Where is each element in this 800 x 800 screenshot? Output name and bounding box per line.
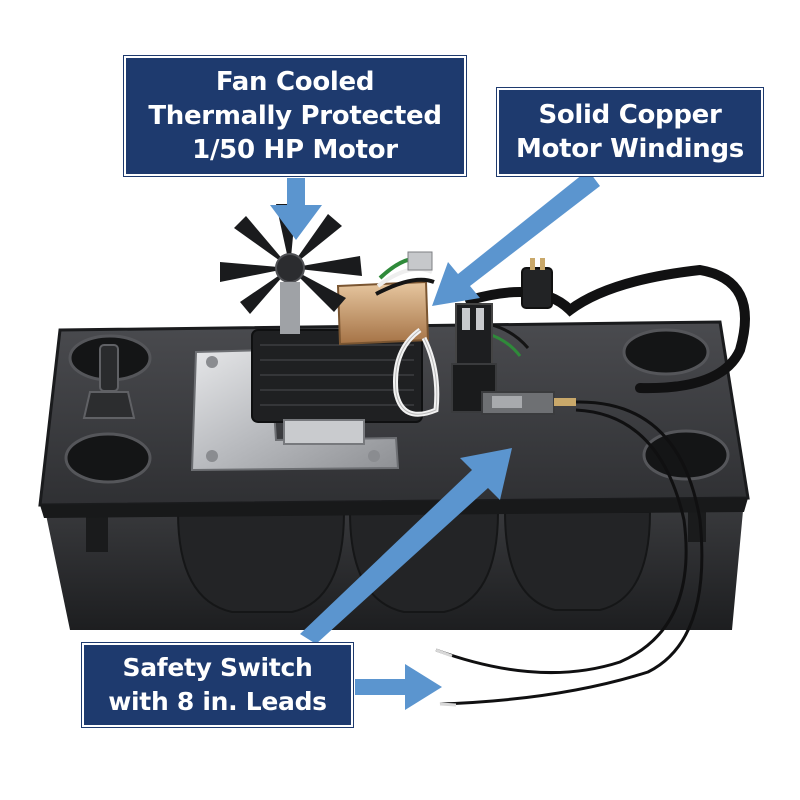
windings-callout: Solid Copper Motor Windings xyxy=(497,88,763,176)
switch-callout: Safety Switch with 8 in. Leads xyxy=(82,643,353,727)
diagonal-arrow-icon xyxy=(432,170,600,306)
windings-callout-line: Solid Copper xyxy=(538,100,722,130)
down-arrow-icon xyxy=(270,178,322,240)
motor-callout: Fan Cooled Thermally Protected 1/50 HP M… xyxy=(124,56,466,176)
motor-callout-line: Thermally Protected xyxy=(148,101,442,131)
switch-callout-line: Safety Switch xyxy=(122,653,313,682)
switch-callout-line: with 8 in. Leads xyxy=(108,687,327,716)
safety-switch xyxy=(451,303,576,415)
switch-leads xyxy=(435,400,704,707)
fan xyxy=(220,204,362,334)
motor-callout-line: 1/50 HP Motor xyxy=(192,135,398,165)
windings-callout-line: Motor Windings xyxy=(516,134,744,164)
motor-leads xyxy=(375,251,435,296)
motor xyxy=(251,280,440,445)
diagonal-arrow-icon xyxy=(300,448,512,644)
right-arrow-icon xyxy=(355,664,442,710)
motor-callout-line: Fan Cooled xyxy=(215,67,375,97)
power-cord xyxy=(459,258,750,394)
